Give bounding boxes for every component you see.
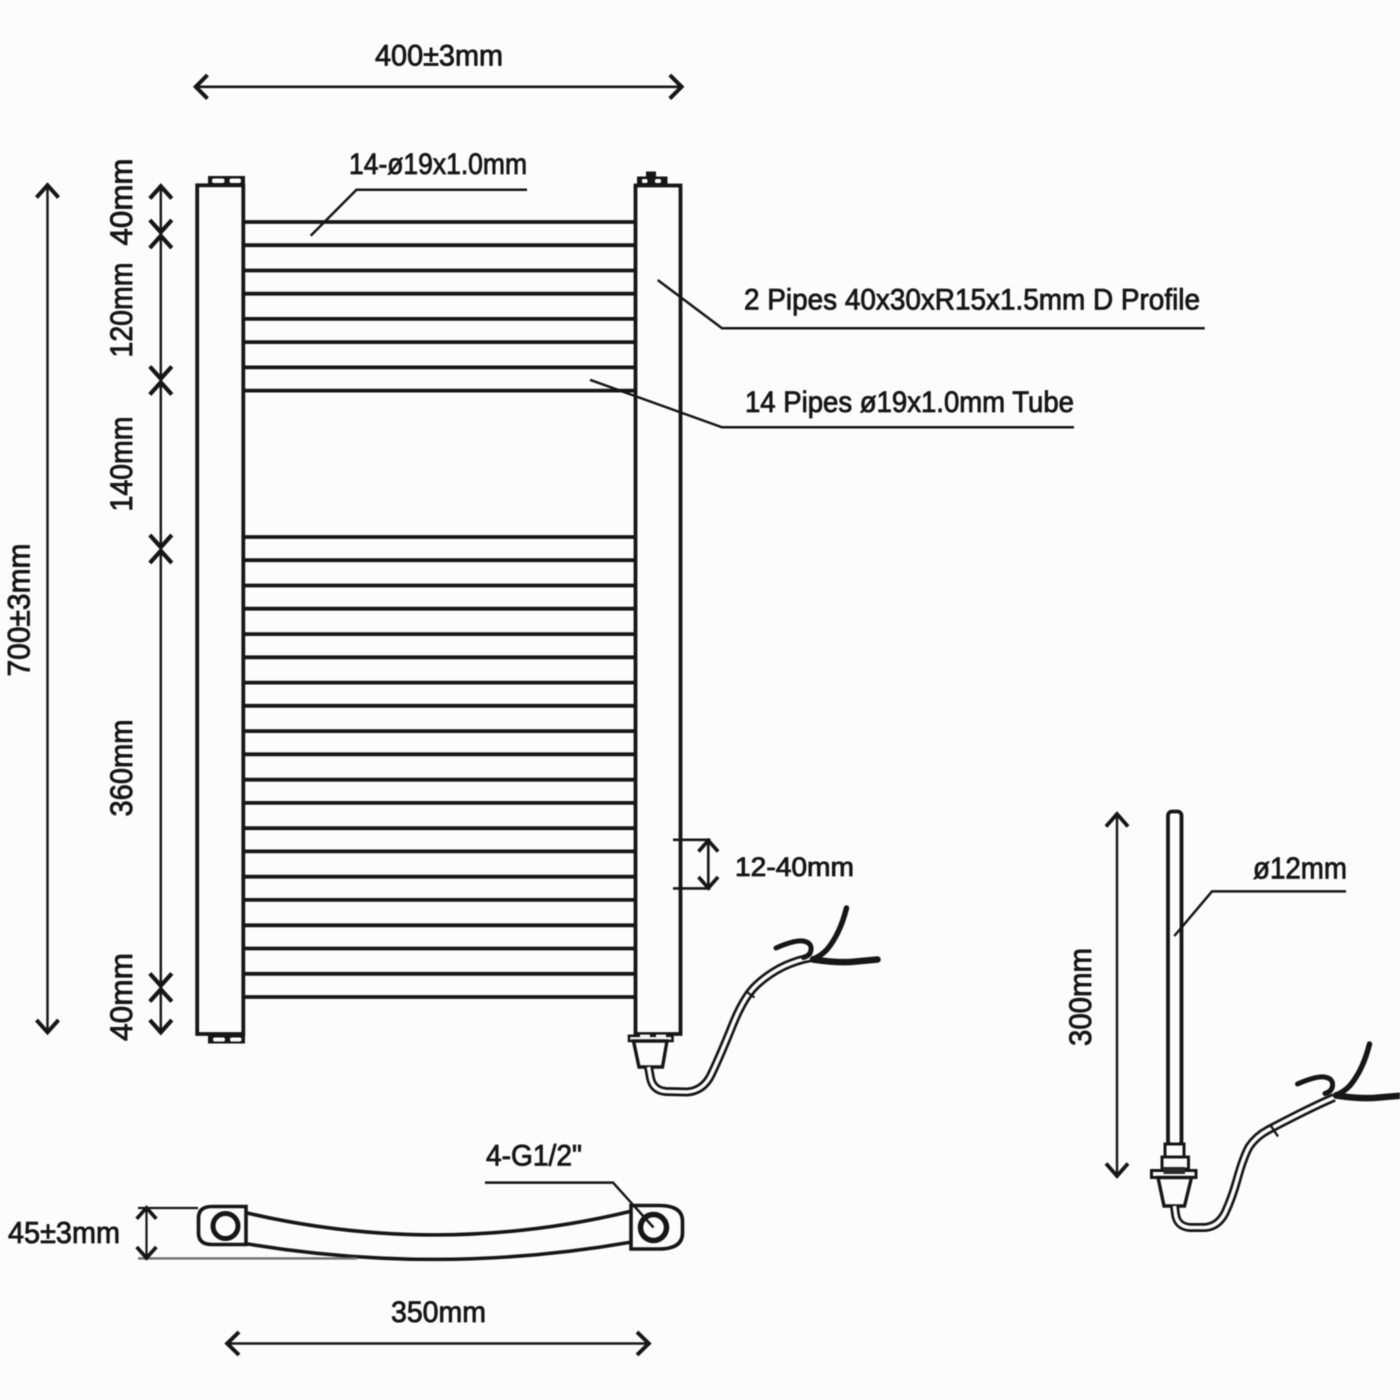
svg-text:400±3mm: 400±3mm [375, 40, 503, 73]
svg-text:ø12mm: ø12mm [1253, 851, 1347, 886]
svg-text:40mm: 40mm [103, 953, 139, 1041]
svg-text:45±3mm: 45±3mm [8, 1215, 120, 1250]
svg-text:350mm: 350mm [391, 1296, 486, 1329]
svg-text:140mm: 140mm [103, 417, 139, 512]
svg-text:14-ø19x1.0mm: 14-ø19x1.0mm [349, 148, 527, 181]
svg-text:300mm: 300mm [1062, 948, 1098, 1046]
svg-text:12-40mm: 12-40mm [735, 852, 854, 882]
svg-text:40mm: 40mm [103, 159, 139, 246]
svg-text:2 Pipes 40x30xR15x1.5mm D Prof: 2 Pipes 40x30xR15x1.5mm D Profile [744, 284, 1200, 317]
svg-text:700±3mm: 700±3mm [1, 544, 37, 677]
svg-text:14 Pipes ø19x1.0mm Tube: 14 Pipes ø19x1.0mm Tube [745, 386, 1074, 419]
svg-text:4-G1/2": 4-G1/2" [486, 1140, 582, 1173]
svg-text:120mm: 120mm [103, 263, 139, 358]
svg-text:360mm: 360mm [103, 720, 139, 817]
